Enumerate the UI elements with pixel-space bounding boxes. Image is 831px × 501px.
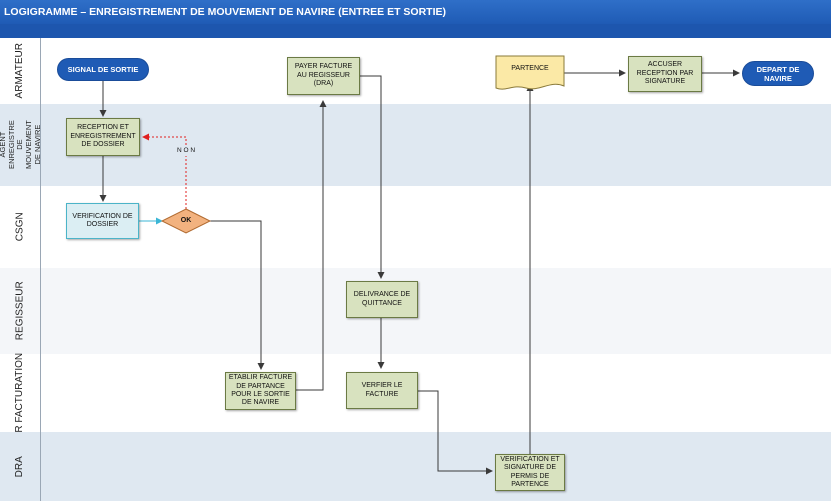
partence-document[interactable]: PARTENCE xyxy=(496,58,564,80)
verification-permis-label: VERIFICATION ET SIGNATURE DE PERMIS DE P… xyxy=(500,455,560,488)
reception-process[interactable]: RECEPTION ET ENREGISTREMENT DE DOSSIER xyxy=(66,118,140,156)
decision-ok-diamond xyxy=(160,208,212,234)
document-partence-shape xyxy=(495,55,565,90)
title-underbar xyxy=(0,24,831,38)
non-label-box: N O N xyxy=(172,146,200,156)
etablir-facture-process[interactable]: ETABLIR FACTURE DE PARTANCE POUR LE SORT… xyxy=(225,372,296,410)
verification-dossier-process[interactable]: VERIFICATION DE DOSSIER xyxy=(66,203,139,239)
page-title: LOGIGRAMME – ENREGISTREMENT DE MOUVEMENT… xyxy=(0,0,831,24)
arrow-verifier-to-permis xyxy=(418,390,493,475)
payer-facture-label: PAYER FACTURE AU REGISSEUR (DRA) xyxy=(294,63,353,88)
depart-de-navire-terminal[interactable]: DEPART DE NAVIRE xyxy=(742,61,814,86)
depart-de-navire-label: DEPART DE NAVIRE xyxy=(756,64,800,83)
decision-ok-label: OK xyxy=(180,216,192,224)
arrow-ok-to-etablir xyxy=(210,220,265,370)
signal-de-sortie-label: SIGNAL DE SORTIE xyxy=(67,65,139,74)
decision-ok-label-box[interactable]: OK xyxy=(162,213,210,229)
verification-permis-process[interactable]: VERIFICATION ET SIGNATURE DE PERMIS DE P… xyxy=(495,454,565,491)
etablir-facture-label: ETABLIR FACTURE DE PARTANCE POUR LE SORT… xyxy=(228,374,293,407)
partence-label: PARTENCE xyxy=(511,64,549,72)
arrow-etablir-to-payer xyxy=(296,100,327,391)
non-label: N O N xyxy=(176,147,196,155)
arrow-payer-to-delivrance xyxy=(360,75,385,279)
verifier-facture-label: VERFIER LE FACTURE xyxy=(361,382,403,398)
verifier-facture-process[interactable]: VERFIER LE FACTURE xyxy=(346,372,418,409)
payer-facture-process[interactable]: PAYER FACTURE AU REGISSEUR (DRA) xyxy=(287,57,360,95)
accuser-reception-process[interactable]: ACCUSER RECEPTION PAR SIGNATURE xyxy=(628,56,702,92)
reception-label: RECEPTION ET ENREGISTREMENT DE DOSSIER xyxy=(70,124,136,149)
accuser-reception-label: ACCUSER RECEPTION PAR SIGNATURE xyxy=(636,61,694,86)
arrow-ok-no-to-reception xyxy=(142,133,187,209)
lane-dra: DRA xyxy=(0,432,831,501)
verification-dossier-label: VERIFICATION DE DOSSIER xyxy=(72,212,133,228)
signal-de-sortie-terminal[interactable]: SIGNAL DE SORTIE xyxy=(57,58,149,81)
delivrance-quittance-process[interactable]: DELIVRANCE DE QUITTANCE xyxy=(346,281,418,318)
delivrance-quittance-label: DELIVRANCE DE QUITTANCE xyxy=(353,291,411,307)
